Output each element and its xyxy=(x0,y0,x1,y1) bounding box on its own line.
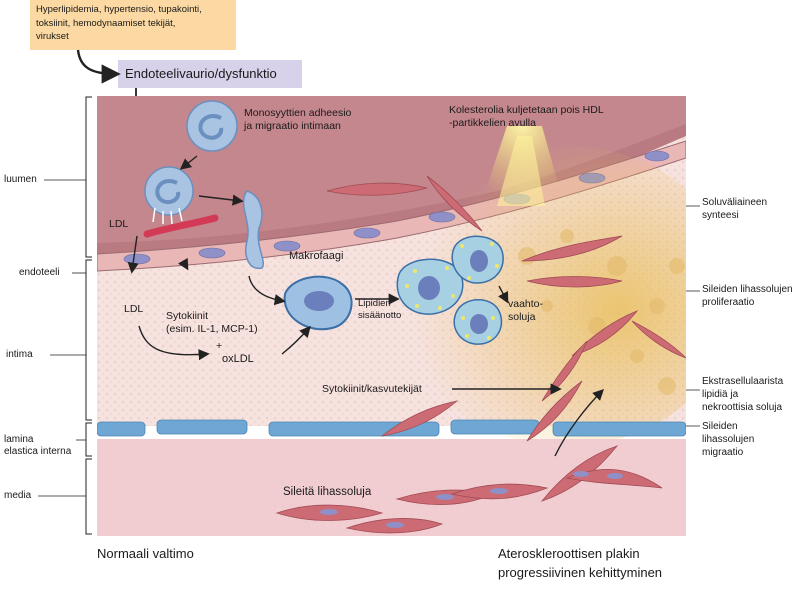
label-ldl-top: LDL xyxy=(109,218,129,230)
risk-factors-box xyxy=(30,0,236,50)
foam-cells xyxy=(396,235,504,345)
label-lipid-uptake: Lipidien sisäänotto xyxy=(358,298,402,321)
macrophage-cell xyxy=(283,275,353,331)
label-intima: intima xyxy=(6,349,33,360)
monocyte-cells xyxy=(144,100,264,270)
smooth-muscle-cells xyxy=(275,380,663,534)
label-ldl-mid: LDL xyxy=(124,303,144,315)
endothelial-damage-box xyxy=(118,60,302,88)
artery-illustration xyxy=(97,96,686,536)
endothelium-layer xyxy=(97,140,686,272)
label-lamina: lamina elastica interna xyxy=(4,434,72,457)
risk-factors-text: Hyperlipidemia, hypertensio, tupakointi,… xyxy=(36,4,202,42)
label-matrix-synthesis: Soluväliaineen synteesi xyxy=(702,197,768,221)
label-smc-proliferation: Sileiden lihassolujen proliferaatio xyxy=(702,284,793,308)
caption-normal-artery: Normaali valtimo xyxy=(97,546,194,561)
label-luumen: luumen xyxy=(4,174,37,185)
label-smc-migration: Sileiden lihassolujen migraatio xyxy=(702,421,755,458)
label-foam-cells: vaahto- soluja xyxy=(508,298,544,323)
label-extracellular-lipid: Ekstrasellulaarista lipidiä ja nekrootti… xyxy=(702,376,784,413)
label-growth-factors: Sytokiinit/kasvutekijät xyxy=(322,383,422,395)
caption-plaque-progression: Ateroskleroottisen plakin progressiivine… xyxy=(498,546,663,580)
label-oxldl: oxLDL xyxy=(222,353,254,365)
label-endoteeli: endoteeli xyxy=(19,267,60,278)
label-macrophage: Makrofaagi xyxy=(289,250,344,262)
label-smooth-muscle: Sileitä lihassoluja xyxy=(283,486,372,498)
label-plus: + xyxy=(216,340,223,352)
label-cytokines: Sytokiinit (esim. IL-1, MCP-1) xyxy=(166,310,258,335)
label-monocyte: Monosyyttien adheesio ja migraatio intim… xyxy=(244,107,352,132)
damaged-endothelium xyxy=(143,214,219,238)
layer-brackets xyxy=(85,96,92,535)
risk-to-damage-arrow xyxy=(76,49,121,84)
label-media: media xyxy=(4,490,32,501)
label-hdl: Kolesterolia kuljetetaan pois HDL -parti… xyxy=(449,104,604,129)
endothelial-damage-text: Endoteelivaurio/dysfunktio xyxy=(125,66,277,81)
